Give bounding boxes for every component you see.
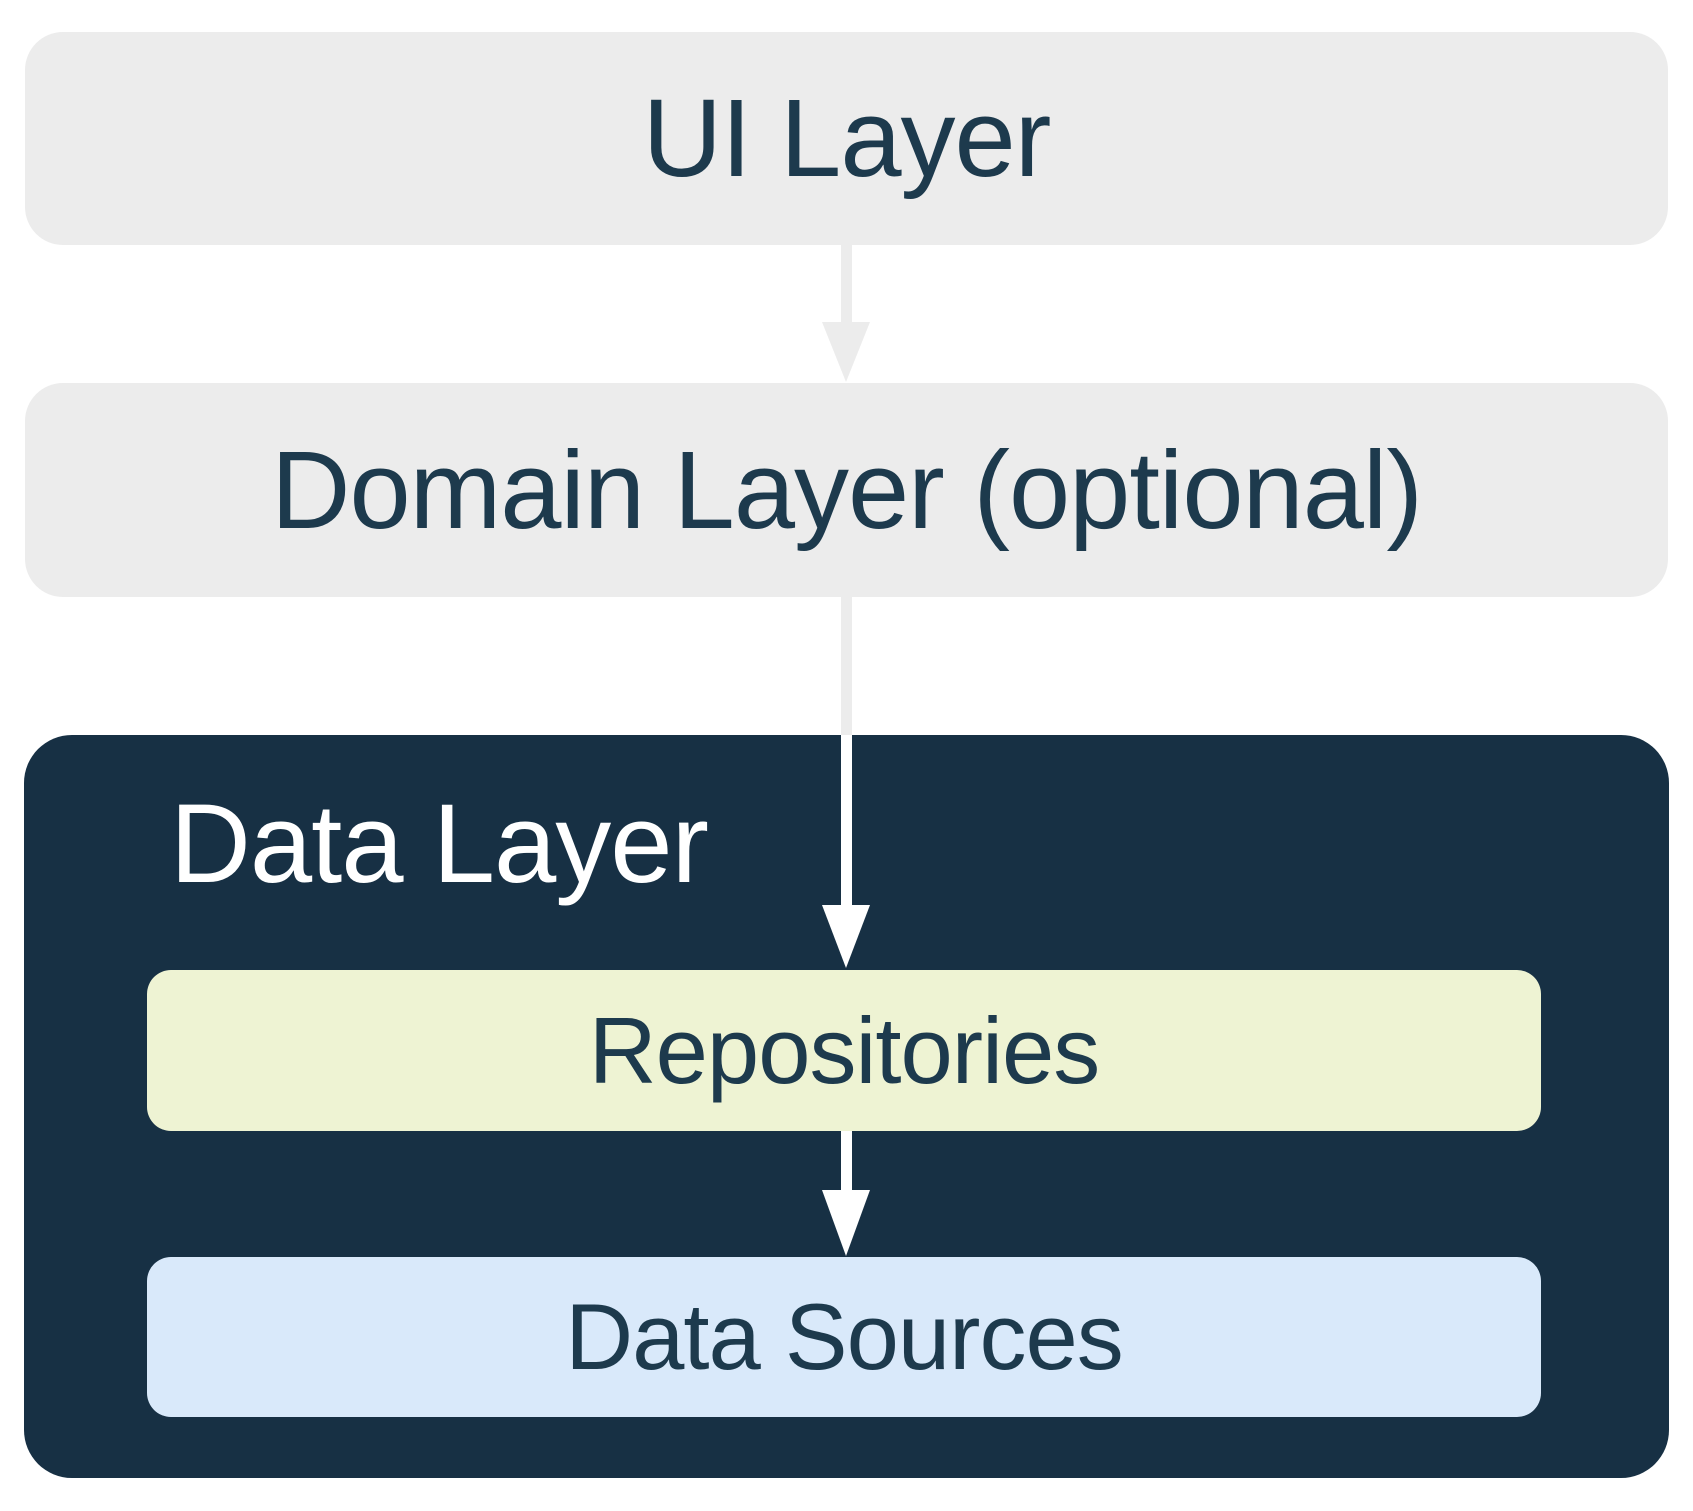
ui-layer-label: UI Layer: [642, 77, 1052, 200]
arrow-repositories-to-datasources-head: [822, 1190, 870, 1256]
domain-layer-box: Domain Layer (optional): [25, 383, 1668, 597]
domain-layer-label: Domain Layer (optional): [271, 428, 1423, 552]
ui-layer-box: UI Layer: [25, 32, 1668, 245]
data-layer-label: Data Layer: [170, 781, 709, 906]
data-sources-box: Data Sources: [147, 1257, 1541, 1417]
data-sources-label: Data Sources: [565, 1284, 1124, 1389]
arrow-domain-to-repositories-head: [822, 905, 870, 968]
arrow-repositories-to-datasources-stem: [841, 1131, 852, 1190]
arrow-ui-to-domain-stem: [841, 245, 852, 322]
repositories-label: Repositories: [588, 997, 1100, 1103]
arrow-domain-to-repositories-stem-white: [841, 735, 852, 905]
arrow-ui-to-domain-head: [822, 322, 870, 382]
arrow-domain-to-repositories-stem-gray: [841, 597, 852, 735]
repositories-box: Repositories: [147, 970, 1541, 1131]
